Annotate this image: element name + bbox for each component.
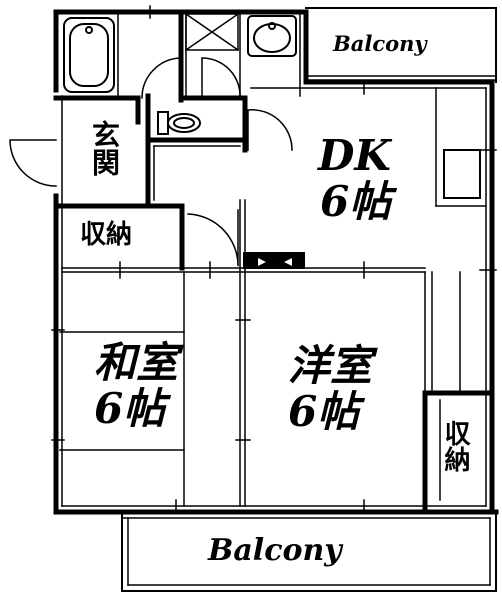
dk-label: DK 6帖 bbox=[318, 135, 391, 223]
storage-left-label: 収納 bbox=[80, 220, 133, 250]
youshitsu-name: 洋室 bbox=[288, 341, 373, 390]
storage-right-label: 収納 bbox=[440, 420, 470, 472]
dk-size: 6帖 bbox=[320, 177, 392, 226]
doors bbox=[9, 57, 441, 501]
outer-walls bbox=[52, 9, 499, 515]
balcony-top-outline bbox=[305, 7, 497, 83]
youshitsu-size: 6帖 bbox=[288, 387, 360, 436]
balcony-bottom-label: Balcony bbox=[208, 533, 342, 568]
balcony-top-label: Balcony bbox=[333, 31, 427, 56]
toilet-icon bbox=[157, 111, 201, 135]
wall-block bbox=[243, 252, 305, 269]
washitsu-size: 6帖 bbox=[94, 384, 166, 433]
balcony-bottom-outline bbox=[121, 511, 497, 592]
kitchen-sink-icon bbox=[443, 149, 481, 199]
interior-walls bbox=[53, 9, 495, 515]
youshitsu-label: 洋室 6帖 bbox=[288, 345, 372, 433]
washitsu-label: 和室 6帖 bbox=[94, 342, 178, 430]
dk-name: DK bbox=[318, 131, 391, 180]
bathtub-icon bbox=[63, 17, 115, 93]
washbasin-icon bbox=[247, 15, 297, 57]
genkan-label: 玄関 bbox=[88, 120, 121, 176]
tick-marks bbox=[51, 5, 497, 513]
shower-icon bbox=[184, 12, 240, 52]
washitsu-name: 和室 bbox=[94, 338, 179, 387]
